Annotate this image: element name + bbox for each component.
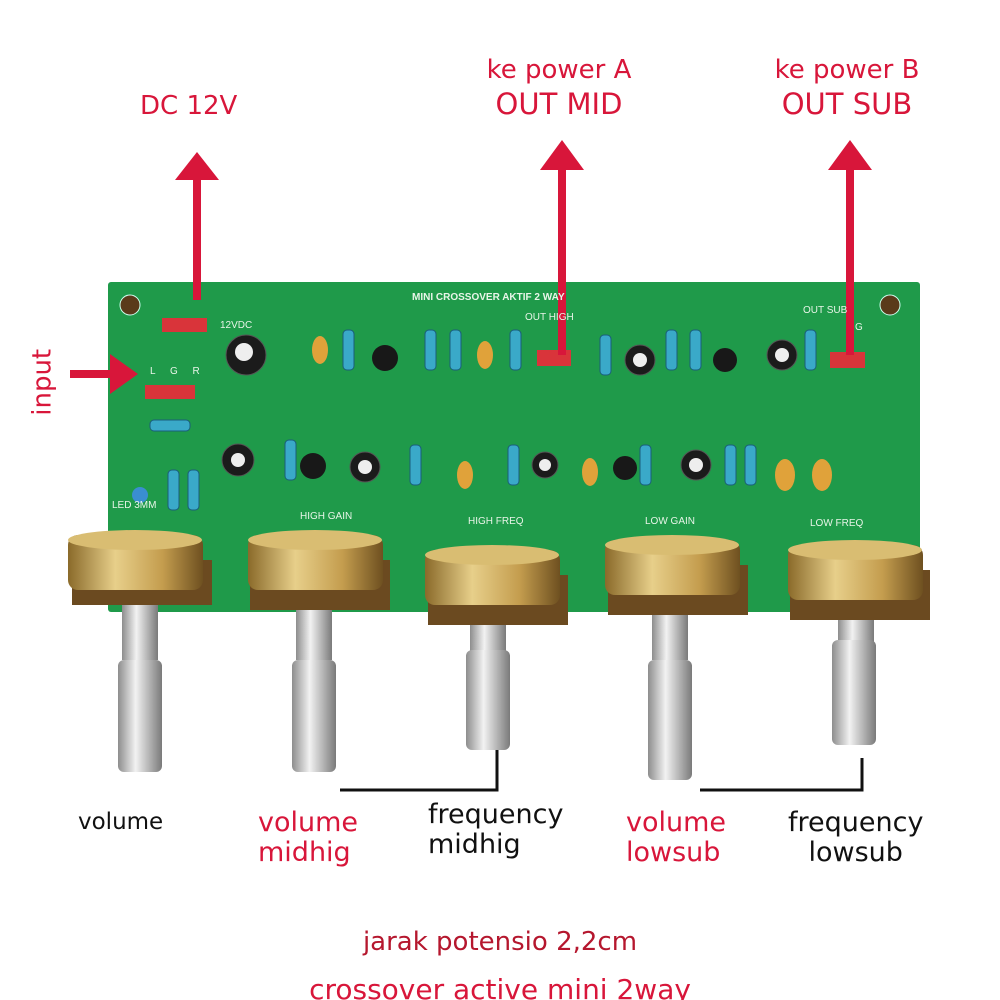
label-volume-lowsub: volume lowsub xyxy=(626,808,726,867)
board-high-freq: HIGH FREQ xyxy=(468,516,524,527)
pot-volume-lowsub xyxy=(605,535,748,780)
pot-freq-midhig xyxy=(425,545,568,750)
label-power-a: ke power A OUT MID xyxy=(476,56,642,120)
bracket-lines xyxy=(340,750,864,792)
label-freq-lowsub: frequency lowsub xyxy=(788,808,923,867)
board-out-mid: OUT HIGH xyxy=(525,312,574,323)
board-title: MINI CROSSOVER AKTIF 2 WAY xyxy=(412,292,565,303)
arrows xyxy=(70,140,872,394)
label-dc12v: DC 12V xyxy=(140,91,238,121)
label-power-b-line1: ke power B xyxy=(774,55,920,85)
board-high-gain: HIGH GAIN xyxy=(300,511,353,522)
label-freq-lowsub-line1: frequency xyxy=(788,807,924,838)
board-led: LED 3MM xyxy=(112,500,157,511)
pot-freq-lowsub xyxy=(788,540,930,745)
resistors xyxy=(149,329,817,511)
label-volume-midhig-line1: volume xyxy=(258,807,359,838)
potentiometers xyxy=(68,530,930,780)
label-volume-lowsub-line1: volume xyxy=(626,807,727,838)
footer-line2: crossover active mini 2way xyxy=(309,973,691,1000)
label-volume-lowsub-line2: lowsub xyxy=(626,836,721,868)
footer-line1: jarak potensio 2,2cm xyxy=(362,927,638,957)
label-freq-midhig-line1: frequency xyxy=(428,799,564,830)
board-out-sub: OUT SUB xyxy=(803,305,848,316)
board-low-gain: LOW GAIN xyxy=(645,516,696,527)
label-power-a-line1: ke power A xyxy=(486,55,632,85)
pot-volume-midhig xyxy=(248,530,390,772)
label-volume: volume xyxy=(78,809,164,835)
label-input: input xyxy=(27,348,58,416)
ceramic-capacitors xyxy=(312,336,832,491)
board-12vdc: 12VDC xyxy=(220,320,253,331)
header-pins xyxy=(145,318,865,399)
label-power-a-line2: OUT MID xyxy=(495,86,623,121)
label-power-b: ke power B OUT SUB xyxy=(762,56,932,120)
label-freq-lowsub-line2: lowsub xyxy=(808,836,903,868)
label-freq-midhig: frequency midhig xyxy=(428,800,563,859)
pot-volume xyxy=(68,530,212,772)
label-volume-midhig: volume midhig xyxy=(258,808,358,867)
label-freq-midhig-line2: midhig xyxy=(428,828,521,860)
label-volume-midhig-line2: midhig xyxy=(258,836,351,868)
label-power-b-line2: OUT SUB xyxy=(781,86,913,121)
board-lgr: L G R xyxy=(150,366,206,377)
board-low-freq: LOW FREQ xyxy=(810,518,864,529)
board-g: G xyxy=(855,322,863,333)
